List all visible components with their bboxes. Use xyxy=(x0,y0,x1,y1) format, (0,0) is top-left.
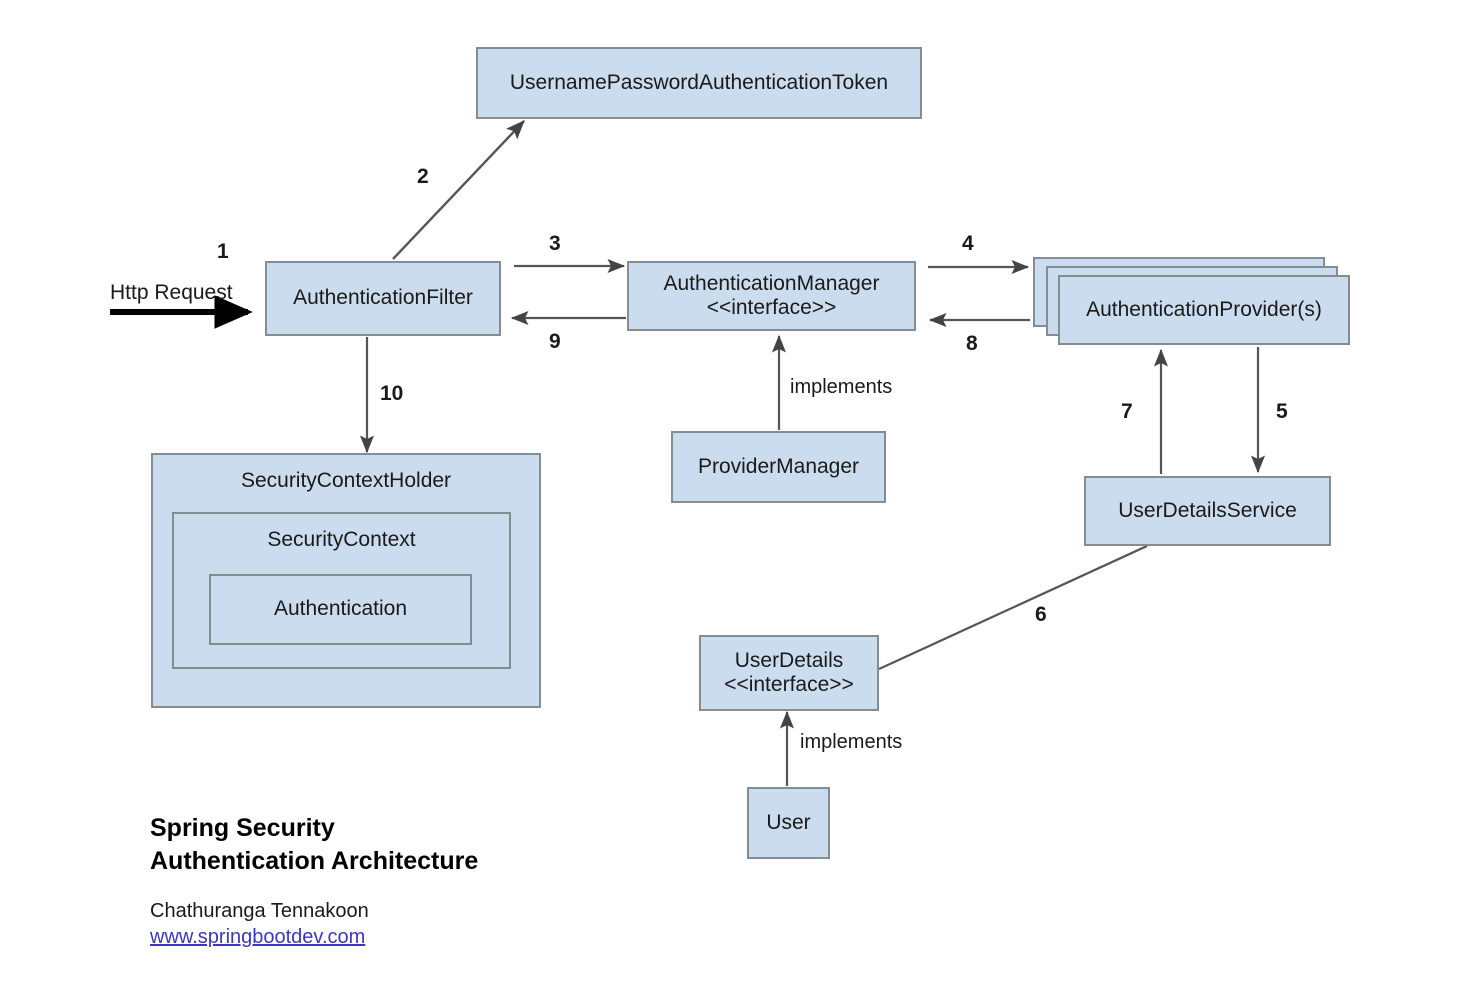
security-context-label: SecurityContext xyxy=(267,528,416,551)
step-label-1: 1 xyxy=(217,240,229,263)
node-user-details[interactable]: UserDetails <<interface>> xyxy=(699,635,879,711)
node-user-details-service[interactable]: UserDetailsService xyxy=(1084,476,1331,546)
security-context-holder-label: SecurityContextHolder xyxy=(240,469,452,492)
step-label-6: 6 xyxy=(1035,603,1047,626)
node-authentication[interactable]: Authentication xyxy=(209,574,472,645)
step-label-5: 5 xyxy=(1276,400,1288,423)
step-label-10: 10 xyxy=(380,382,404,405)
author-name: Chathuranga Tennakoon xyxy=(150,900,369,922)
http-request-label: Http Request xyxy=(110,281,233,304)
node-authentication-provider[interactable]: AuthenticationProvider(s) xyxy=(1058,275,1350,345)
implements-label-provider-manager: implements xyxy=(790,376,893,398)
node-username-password-authentication-token[interactable]: UsernamePasswordAuthenticationToken xyxy=(476,47,922,119)
page-title-line1: Spring Security xyxy=(150,814,335,842)
step-label-7: 7 xyxy=(1121,400,1133,423)
node-user[interactable]: User xyxy=(747,787,830,859)
edge-filter-to-token xyxy=(392,120,525,260)
node-authentication-filter[interactable]: AuthenticationFilter xyxy=(265,261,501,336)
step-label-3: 3 xyxy=(549,232,561,255)
website-link[interactable]: www.springbootdev.com xyxy=(150,926,366,948)
edge-userdetailsservice-to-userdetails xyxy=(878,545,1148,670)
step-label-8: 8 xyxy=(966,332,978,355)
page-title-line2: Authentication Architecture xyxy=(150,847,479,875)
implements-label-user: implements xyxy=(800,731,903,753)
node-authentication-manager[interactable]: AuthenticationManager <<interface>> xyxy=(627,261,916,331)
step-label-2: 2 xyxy=(417,165,429,188)
step-label-9: 9 xyxy=(549,330,561,353)
step-label-4: 4 xyxy=(962,232,974,255)
node-provider-manager[interactable]: ProviderManager xyxy=(671,431,886,503)
